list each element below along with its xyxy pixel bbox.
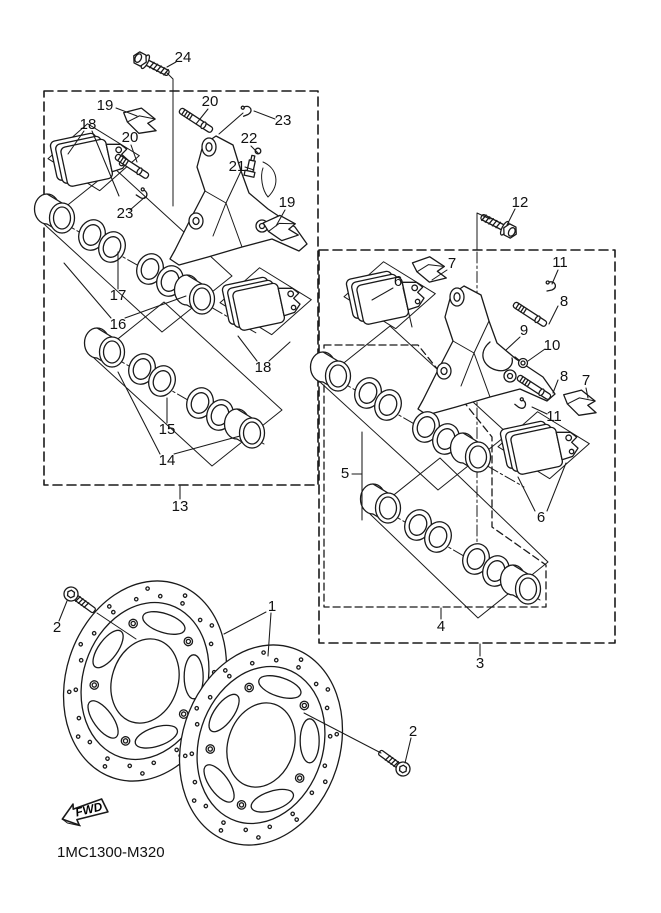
drawing-number: 1MC1300-M320 — [57, 844, 165, 861]
caliper-body-right — [417, 285, 556, 416]
part-callout-7: 7 — [582, 372, 590, 389]
part-callout-8: 8 — [560, 293, 568, 310]
part-callout-11: 11 — [546, 408, 562, 425]
part-callout-18: 18 — [255, 359, 272, 376]
part-callout-7: 7 — [448, 255, 456, 272]
part-callout-17: 17 — [110, 287, 127, 304]
bolt-alignment-line — [303, 712, 382, 754]
caliper-mount-bolt — [477, 209, 521, 242]
leader-lines — [58, 61, 589, 764]
part-callout-23: 23 — [275, 112, 292, 129]
left-caliper-kit-box — [43, 90, 319, 486]
pad-pin — [511, 300, 549, 329]
retainer-pin — [514, 356, 529, 369]
bolt-axis-line — [476, 212, 491, 251]
part-callout-16: 16 — [110, 316, 127, 333]
part-callout-8: 8 — [560, 368, 568, 385]
part-callout-18: 18 — [80, 116, 97, 133]
part-callout-10: 10 — [544, 337, 561, 354]
part-callout-22: 22 — [241, 130, 258, 147]
disc-bolt — [60, 583, 100, 618]
part-callout-4: 4 — [437, 618, 445, 635]
caliper-mount-bolt — [129, 48, 173, 81]
retainer-spring — [482, 341, 513, 372]
pad-spring — [409, 253, 451, 286]
pad-pin — [177, 106, 215, 135]
seal-kit-box — [323, 344, 547, 608]
brake-pad — [213, 257, 318, 345]
part-callout-20: 20 — [122, 129, 139, 146]
part-callout-19: 19 — [97, 97, 114, 114]
part-callout-14: 14 — [159, 452, 176, 469]
right-caliper-kit-box — [318, 249, 616, 644]
part-callout-6: 6 — [394, 273, 402, 290]
bolt-axis-line — [166, 72, 174, 207]
bolt-alignment-line — [96, 612, 137, 640]
part-callout-2: 2 — [409, 723, 417, 740]
part-callout-12: 12 — [512, 194, 529, 211]
bleed-screw — [243, 154, 256, 178]
part-callout-21: 21 — [229, 158, 246, 175]
pad-spring — [558, 385, 602, 421]
fwd-label: FWD — [74, 799, 104, 819]
part-callout-23: 23 — [117, 205, 134, 222]
part-callout-24: 24 — [175, 49, 192, 66]
part-callout-13: 13 — [172, 498, 189, 515]
piston-seal-row — [361, 484, 541, 604]
cotter-clip — [238, 104, 253, 119]
disc-bolt — [374, 745, 414, 780]
part-callout-19: 19 — [279, 194, 296, 211]
part-callout-15: 15 — [159, 421, 176, 438]
part-callout-1: 1 — [268, 598, 276, 615]
bleed-screw-cap — [254, 147, 262, 155]
cotter-clip — [513, 396, 528, 411]
part-callout-3: 3 — [476, 655, 484, 672]
part-callout-2: 2 — [53, 619, 61, 636]
part-callout-11: 11 — [552, 254, 568, 271]
cotter-clip — [542, 278, 558, 295]
centerlines — [59, 220, 541, 601]
fwd-arrow: FWD — [61, 798, 109, 827]
part-callout-9: 9 — [520, 322, 528, 339]
part-callout-5: 5 — [341, 465, 349, 482]
part-callout-20: 20 — [202, 93, 219, 110]
hose-guide — [261, 161, 277, 198]
part-callout-6: 6 — [537, 509, 545, 526]
